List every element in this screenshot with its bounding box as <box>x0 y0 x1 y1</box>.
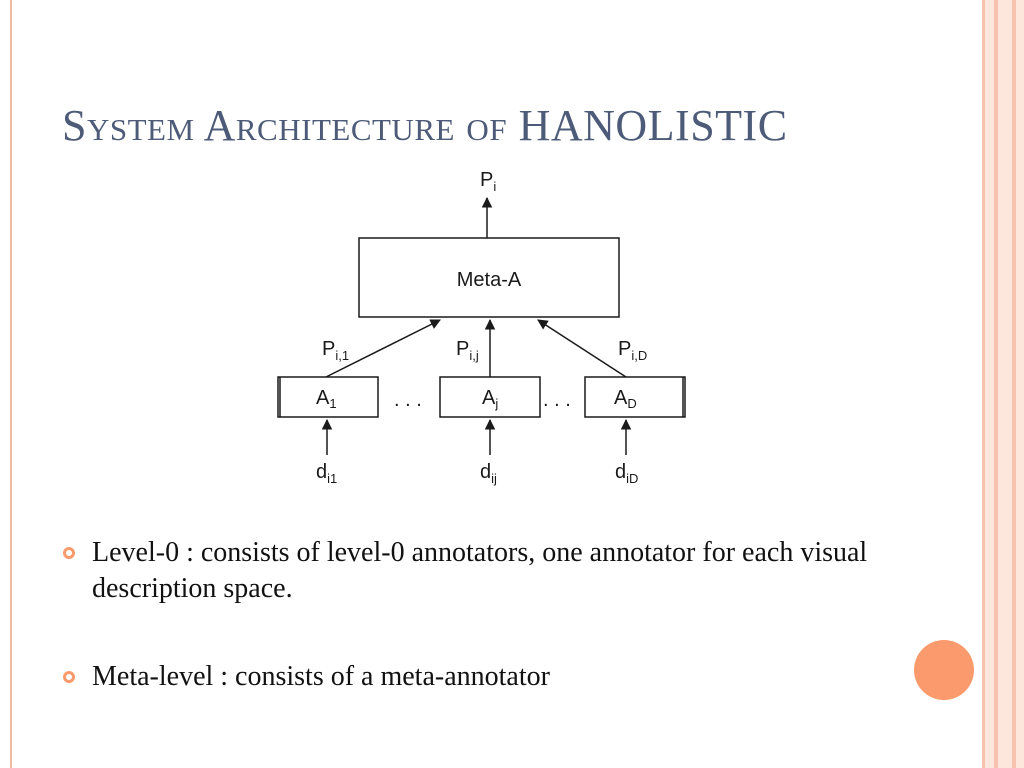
bullet-list: Level-0 : consists of level-0 annotators… <box>62 535 902 747</box>
bullet-item: Meta-level : consists of a meta-annotato… <box>62 659 902 695</box>
input-label-1: di1 <box>316 461 337 486</box>
annotator-box-1 <box>277 376 379 418</box>
slide-title: System Architecture of HANOLISTIC <box>62 100 788 151</box>
arrow-label-d: Pi,D <box>618 338 647 363</box>
architecture-diagram: Pi Meta-A Pi,1 Pi,j Pi,D A1 Aj AD . . . … <box>277 169 686 486</box>
ellipsis-left: . . . <box>394 389 422 411</box>
annotator-label-1: A1 <box>316 387 337 411</box>
decorative-circle <box>914 640 974 700</box>
arrow-label-1: Pi,1 <box>322 338 349 363</box>
annotator-box-d <box>584 376 686 418</box>
ring-bullet-icon <box>63 671 75 683</box>
ellipsis-right: . . . <box>543 389 571 411</box>
output-label: Pi <box>480 169 496 194</box>
arrow-ad-to-meta <box>537 319 627 378</box>
right-frame-stripes <box>976 0 1024 768</box>
meta-annotator-box <box>358 237 620 318</box>
input-label-d: diD <box>615 461 638 486</box>
arrow-label-j: Pi,j <box>456 338 479 363</box>
input-label-j: dij <box>480 461 497 486</box>
title-text: System Architecture of <box>62 101 508 150</box>
title-acronym: HANOLISTIC <box>518 101 788 150</box>
annotator-box-j <box>439 376 541 418</box>
meta-annotator-label: Meta-A <box>457 269 522 291</box>
left-frame-border <box>0 0 12 768</box>
bullet-text: Meta-level : consists of a meta-annotato… <box>92 661 550 692</box>
bullet-item: Level-0 : consists of level-0 annotators… <box>62 535 902 607</box>
annotator-label-j: Aj <box>482 387 498 411</box>
annotator-label-d: AD <box>614 387 637 411</box>
bullet-text: Level-0 : consists of level-0 annotators… <box>92 537 868 604</box>
ring-bullet-icon <box>63 547 75 559</box>
arrow-a1-to-meta <box>325 319 441 378</box>
